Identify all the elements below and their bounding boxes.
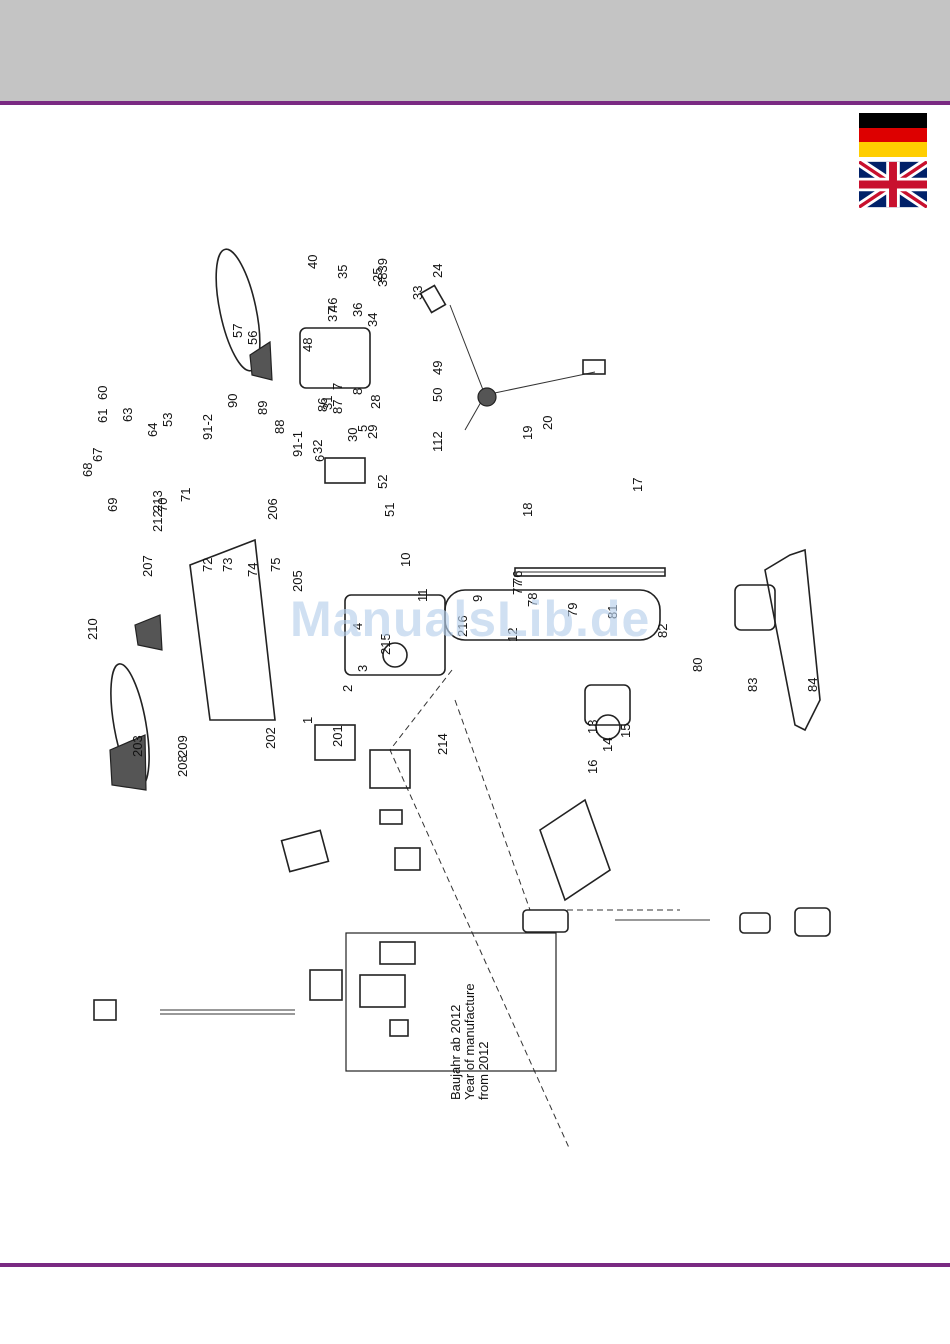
part-label-70: 70 bbox=[155, 498, 170, 512]
part-label-208: 208 bbox=[175, 755, 190, 777]
part-label-6: 6 bbox=[312, 455, 327, 462]
part-label-201: 201 bbox=[330, 725, 345, 747]
part-label-51: 51 bbox=[382, 503, 397, 517]
part-label-91-2: 91-2 bbox=[200, 414, 215, 440]
german-flag-icon[interactable] bbox=[859, 113, 927, 157]
part-label-112: 112 bbox=[430, 431, 445, 452]
part-label-84: 84 bbox=[805, 678, 820, 692]
part-label-49: 49 bbox=[430, 361, 445, 375]
part-label-90: 90 bbox=[225, 394, 240, 408]
uk-flag-icon[interactable] bbox=[856, 158, 930, 211]
part-label-206: 206 bbox=[265, 498, 280, 520]
part-label-14: 14 bbox=[600, 738, 615, 752]
part-label-28: 28 bbox=[368, 395, 383, 409]
part-label-15: 15 bbox=[618, 724, 633, 738]
part-label-50: 50 bbox=[430, 388, 445, 402]
part-label-202: 202 bbox=[263, 727, 278, 749]
part-label-78: 78 bbox=[525, 593, 540, 607]
year-note: Baujahr ab 2012 Year of manufacture from… bbox=[448, 983, 491, 1100]
part-label-7: 7 bbox=[330, 383, 345, 390]
part-label-79: 79 bbox=[565, 603, 580, 617]
part-label-213: 213 bbox=[150, 490, 165, 512]
part-label-80: 80 bbox=[690, 658, 705, 672]
part-label-4: 4 bbox=[350, 623, 365, 630]
part-label-24: 24 bbox=[430, 264, 445, 278]
part-label-67: 67 bbox=[90, 448, 105, 462]
part-label-77: 77 bbox=[510, 581, 525, 595]
part-label-57: 57 bbox=[230, 324, 245, 338]
part-label-89: 89 bbox=[255, 401, 270, 415]
part-label-64: 64 bbox=[145, 423, 160, 437]
part-label-53: 53 bbox=[160, 413, 175, 427]
part-label-10: 10 bbox=[398, 553, 413, 567]
part-label-69: 69 bbox=[105, 498, 120, 512]
part-label-203: 203 bbox=[130, 735, 145, 757]
part-label-207: 207 bbox=[140, 555, 155, 577]
part-label-2: 2 bbox=[340, 685, 355, 692]
part-label-11: 11 bbox=[415, 589, 430, 603]
exploded-parts-diagram: 1234567891011121314151617181920212223242… bbox=[80, 248, 831, 1151]
part-label-31: 31 bbox=[320, 396, 335, 410]
part-label-88: 88 bbox=[272, 420, 287, 434]
part-number-labels: 1234567891011121314151617181920212223242… bbox=[80, 255, 820, 777]
part-label-61: 61 bbox=[95, 409, 110, 423]
part-label-30: 30 bbox=[345, 428, 360, 442]
part-label-9: 9 bbox=[470, 595, 485, 602]
part-label-33: 33 bbox=[410, 286, 425, 300]
note-line-3: from 2012 bbox=[476, 1041, 491, 1100]
part-label-19: 19 bbox=[520, 426, 535, 440]
part-label-37: 37 bbox=[325, 308, 340, 322]
part-label-76: 76 bbox=[510, 571, 525, 585]
part-label-48: 48 bbox=[300, 338, 315, 352]
part-label-214: 214 bbox=[435, 733, 450, 755]
part-label-52: 52 bbox=[375, 475, 390, 489]
part-label-17: 17 bbox=[630, 478, 645, 492]
part-label-86: 86 bbox=[315, 398, 330, 412]
part-label-13: 13 bbox=[585, 720, 600, 734]
part-label-29: 29 bbox=[365, 425, 380, 439]
part-label-74: 74 bbox=[245, 563, 260, 577]
part-label-212: 212 bbox=[150, 510, 165, 532]
part-label-83: 83 bbox=[745, 678, 760, 692]
part-label-16: 16 bbox=[585, 760, 600, 774]
part-label-91-1: 91-1 bbox=[290, 431, 305, 457]
part-label-36: 36 bbox=[350, 303, 365, 317]
part-label-63: 63 bbox=[120, 408, 135, 422]
part-label-32: 32 bbox=[310, 440, 325, 454]
part-label-1: 1 bbox=[300, 717, 315, 724]
part-label-3839: 3839 bbox=[375, 258, 390, 287]
part-label-20: 20 bbox=[540, 416, 555, 430]
header-rule bbox=[0, 101, 950, 105]
part-label-82: 82 bbox=[655, 624, 670, 638]
part-label-3: 3 bbox=[355, 665, 370, 672]
footer-rule bbox=[0, 1263, 950, 1267]
part-label-68: 68 bbox=[80, 463, 95, 477]
part-label-35: 35 bbox=[335, 265, 350, 279]
part-label-72: 72 bbox=[200, 558, 215, 572]
part-label-87: 87 bbox=[330, 400, 345, 414]
part-label-216: 216 bbox=[455, 615, 470, 637]
part-label-12: 12 bbox=[505, 628, 520, 642]
part-label-25: 25 bbox=[370, 268, 385, 282]
part-label-81: 81 bbox=[605, 605, 620, 619]
note-line-2: Year of manufacture bbox=[462, 983, 477, 1100]
note-line-1: Baujahr ab 2012 bbox=[448, 1005, 463, 1100]
part-label-75: 75 bbox=[268, 558, 283, 572]
part-label-8: 8 bbox=[350, 388, 365, 395]
part-label-46: 46 bbox=[325, 298, 340, 312]
part-label-215: 215 bbox=[378, 633, 393, 655]
part-label-34: 34 bbox=[365, 313, 380, 327]
part-label-71: 71 bbox=[178, 488, 193, 502]
header-bar bbox=[0, 0, 950, 101]
part-label-40: 40 bbox=[305, 255, 320, 269]
watermark: ManualsLib.de bbox=[290, 591, 651, 647]
part-label-209: 209 bbox=[175, 735, 190, 757]
part-label-56: 56 bbox=[245, 331, 260, 345]
part-label-18: 18 bbox=[520, 503, 535, 517]
part-label-60: 60 bbox=[95, 386, 110, 400]
part-label-205: 205 bbox=[290, 570, 305, 592]
part-label-5: 5 bbox=[355, 425, 370, 432]
part-label-210: 210 bbox=[85, 618, 100, 640]
part-label-73: 73 bbox=[220, 558, 235, 572]
